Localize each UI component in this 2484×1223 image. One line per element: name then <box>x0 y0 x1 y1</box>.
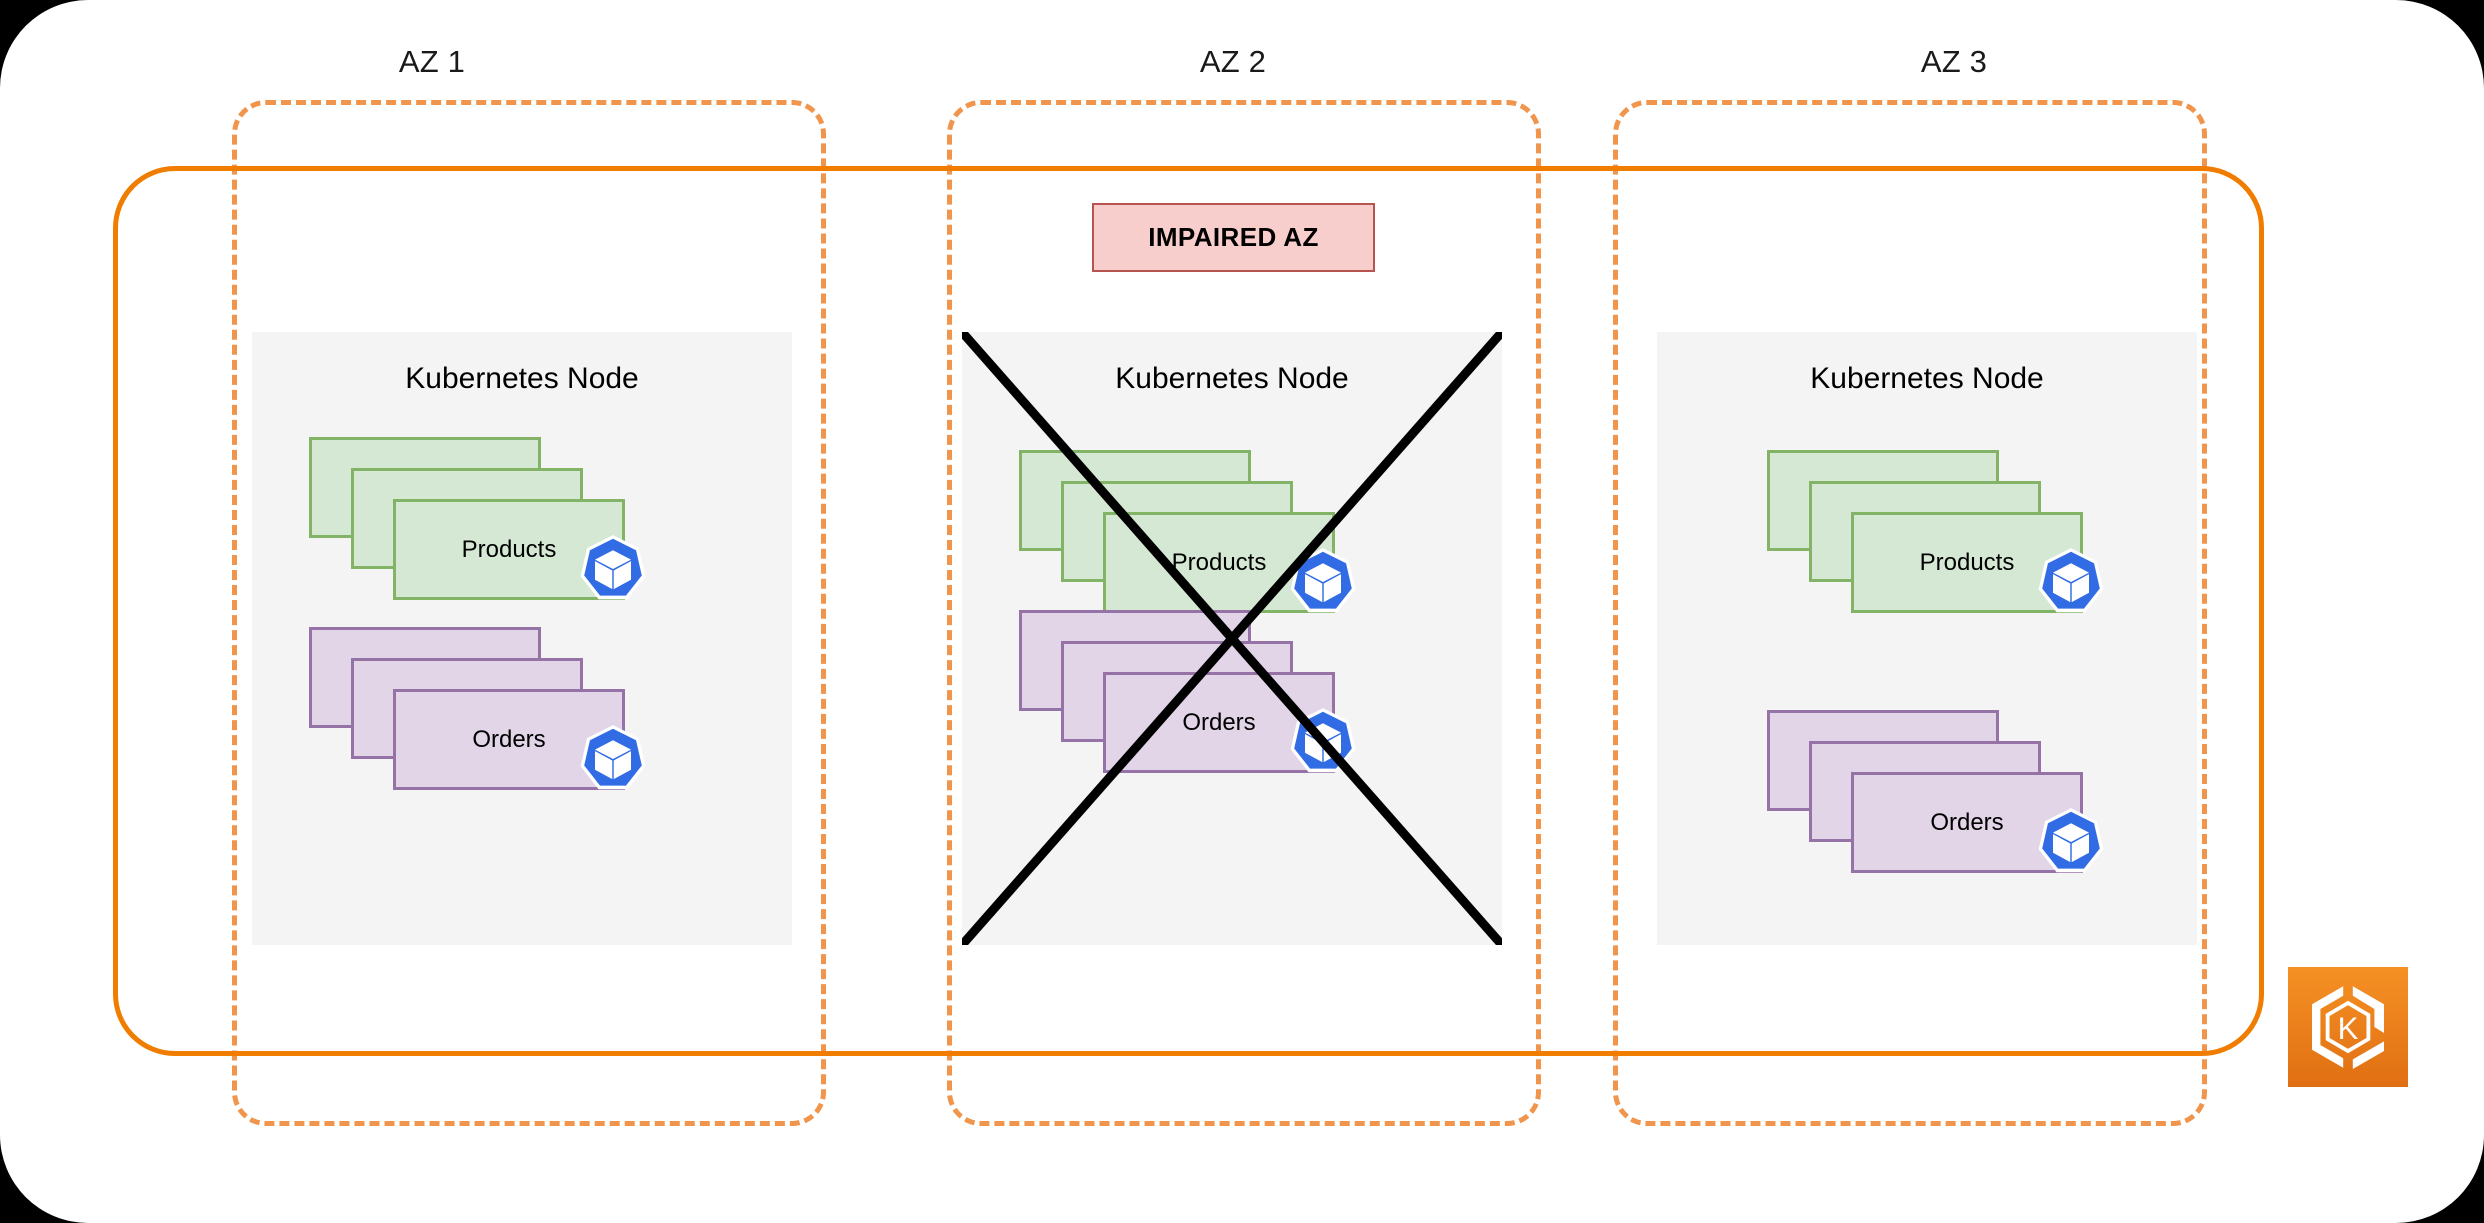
pod-stack-orders-az2: Orders <box>1019 610 1384 775</box>
aws-eks-logo: K <box>2288 967 2408 1087</box>
kubernetes-pod-icon <box>2038 548 2104 613</box>
kubernetes-pod-icon <box>1290 708 1356 773</box>
az-label-3: AZ 3 <box>1920 44 1988 79</box>
kubernetes-pod-icon <box>1290 548 1356 613</box>
eks-cluster-boundary <box>113 166 2264 1056</box>
az-label-2: AZ 2 <box>1199 44 1267 79</box>
pod-stack-products-az3: Products <box>1767 450 2132 615</box>
kubernetes-node-az3: Kubernetes Node Products Orders <box>1657 332 2197 945</box>
kubernetes-node-title-az3: Kubernetes Node <box>1810 362 2044 395</box>
az-column-2 <box>947 100 1541 1126</box>
impaired-az-badge: IMPAIRED AZ <box>1092 203 1375 272</box>
kubernetes-pod-icon <box>580 535 646 600</box>
kubernetes-node-az1: Kubernetes Node Products Orders <box>252 332 792 945</box>
kubernetes-pod-icon <box>2038 808 2104 873</box>
pod-stack-orders-az1: Orders <box>309 627 674 792</box>
az-column-1 <box>232 100 826 1126</box>
az-column-3 <box>1613 100 2207 1126</box>
svg-text:K: K <box>2338 1011 2359 1046</box>
kubernetes-node-az2: Kubernetes Node Products Orders <box>962 332 1502 945</box>
kubernetes-node-title-az2: Kubernetes Node <box>1115 362 1349 395</box>
kubernetes-pod-icon <box>580 725 646 790</box>
kubernetes-node-title-az1: Kubernetes Node <box>405 362 639 395</box>
pod-stack-orders-az3: Orders <box>1767 710 2132 875</box>
pod-stack-products-az2: Products <box>1019 450 1384 615</box>
az-label-1: AZ 1 <box>398 44 466 79</box>
pod-stack-products-az1: Products <box>309 437 674 602</box>
